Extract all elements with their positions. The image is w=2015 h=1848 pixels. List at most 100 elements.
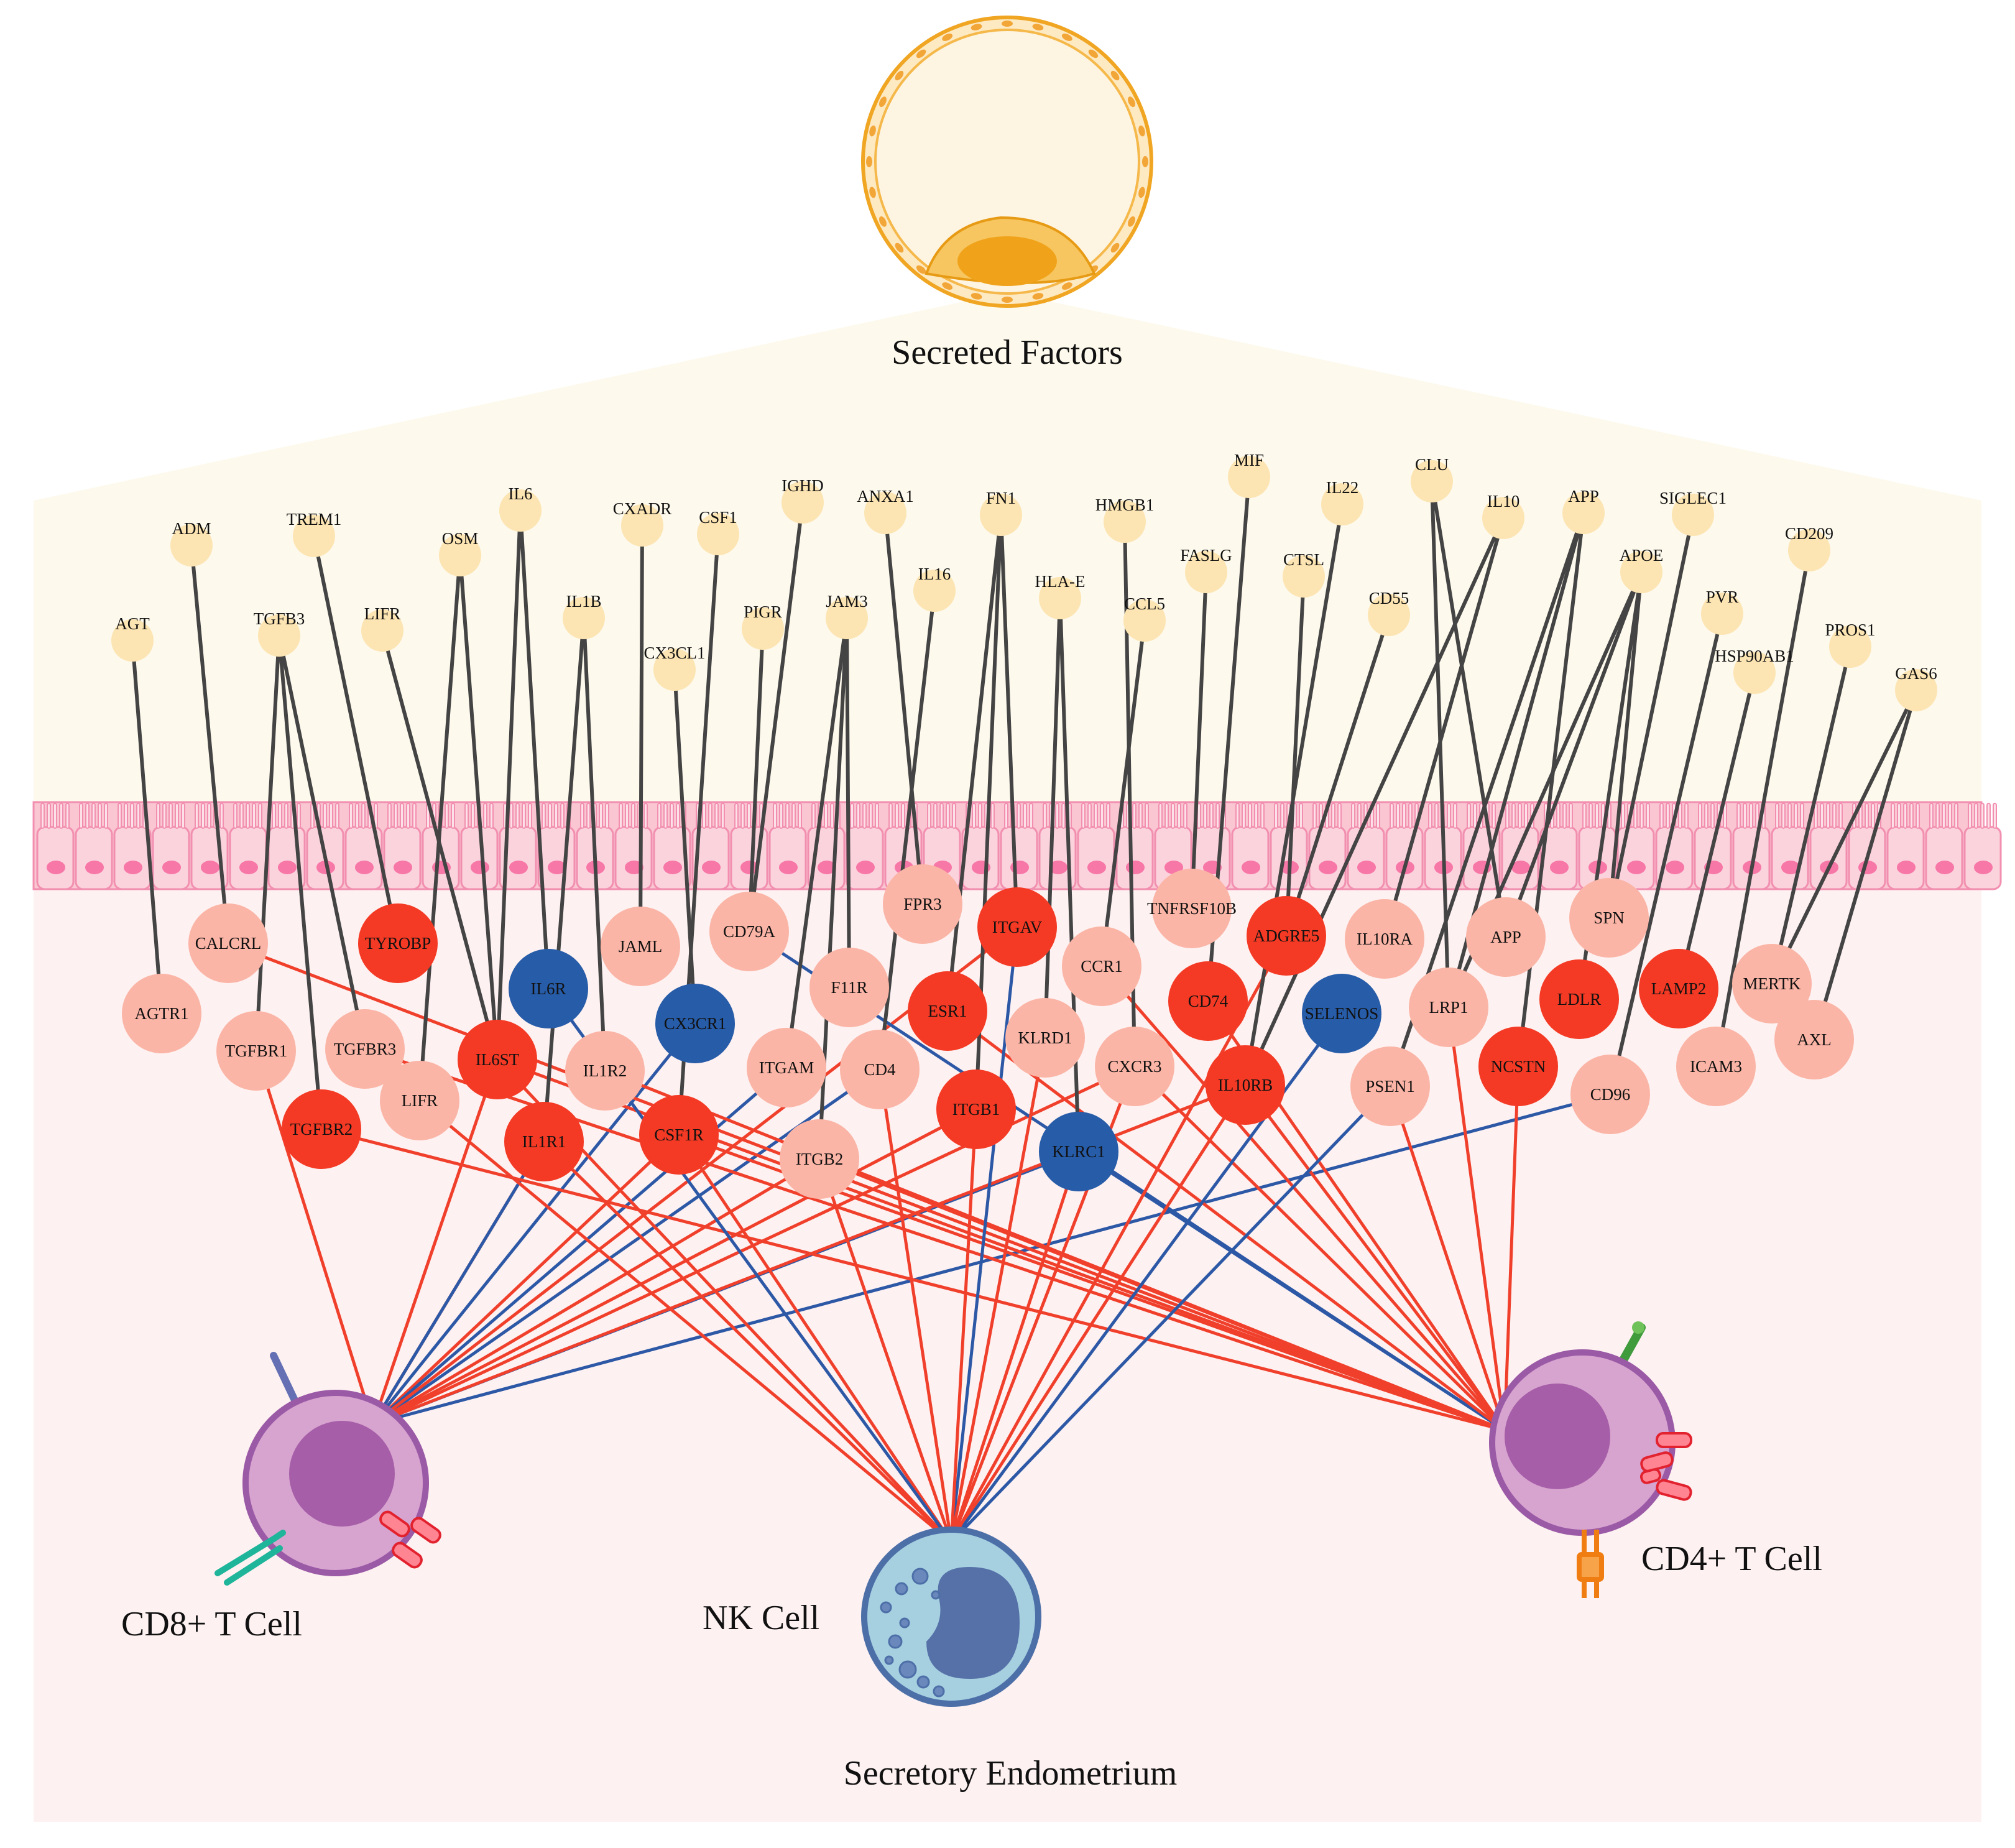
receptor-circle <box>1350 1046 1430 1126</box>
receptor-label: IL1R1 <box>522 1132 566 1151</box>
ligand-circle <box>1672 494 1714 536</box>
edge-cx3cr1-cd8 <box>371 1022 697 1426</box>
receptor-label: TGFBR3 <box>334 1040 397 1058</box>
receptor-label: ESR1 <box>928 1002 967 1020</box>
receptor-node-il6st: IL6ST <box>458 1020 537 1099</box>
receptor-label: CXCR3 <box>1107 1057 1161 1076</box>
edge-tgfb3-tgfbr1 <box>254 634 281 1053</box>
edge-osm-il6st <box>458 553 499 1061</box>
receptor-circle <box>1478 1027 1558 1106</box>
edge-il1b-il1r1 <box>542 616 586 1143</box>
ligand-node-cxadr: CXADR <box>613 499 672 547</box>
ligand-node-pvr: PVR <box>1701 588 1743 635</box>
ligand-label: PIGR <box>744 603 782 621</box>
edge-agt-agtr1 <box>131 639 164 1015</box>
edge-calcrl-cd4 <box>226 941 1506 1432</box>
receptor-label: LRP1 <box>1429 998 1468 1017</box>
ligand-label: SIGLEC1 <box>1659 489 1727 507</box>
edge-cxadr-jaml <box>639 524 644 948</box>
ligand-circle <box>621 504 663 547</box>
ligand-circle <box>111 619 154 662</box>
receptor-label: TGFBR1 <box>225 1042 288 1060</box>
edge-ccr1-cd4 <box>1100 964 1506 1432</box>
edge-hlae-klrd1 <box>1043 596 1062 1040</box>
ligand-circle <box>1185 551 1227 593</box>
receptor-label: F11R <box>831 978 867 997</box>
ligand-node-faslg: FASLG <box>1180 546 1232 593</box>
receptor-circle <box>1345 899 1424 979</box>
edge-cxcr3-cd4 <box>1133 1065 1506 1432</box>
receptor-circle <box>908 971 987 1051</box>
receptor-node-selenos: SELENOS <box>1302 974 1381 1053</box>
receptor-circle <box>883 864 962 944</box>
receptor-node-tyrobp: TYROBP <box>358 903 438 983</box>
receptor-label: CSF1R <box>654 1125 704 1144</box>
ligand-label: HMGB1 <box>1095 496 1155 514</box>
ligand-node-il10: IL10 <box>1482 492 1524 539</box>
receptor-circle <box>1409 968 1488 1047</box>
edge-cx3cl1-cx3cr1 <box>673 668 697 1025</box>
ligand-node-app: APP <box>1562 487 1605 534</box>
ligand-label: LIFR <box>364 604 401 623</box>
receptor-circle <box>122 974 201 1053</box>
receptor-node-il1r2: IL1R2 <box>565 1031 645 1111</box>
ligand-circle <box>1482 497 1524 539</box>
receptor-label: ITGAV <box>992 918 1043 936</box>
ligand-node-hsp90ab1: HSP90AB1 <box>1715 647 1794 694</box>
edge-ctsl-adgre5 <box>1284 575 1306 938</box>
receptor-label: IL6R <box>531 979 566 998</box>
receptor-circle <box>655 984 735 1063</box>
edge-il6-il6r <box>519 509 550 991</box>
ligand-label: ADM <box>172 519 211 538</box>
receptor-label: KLRD1 <box>1018 1028 1072 1047</box>
receptor-circle <box>709 892 789 971</box>
edge-csf1r-nk <box>677 1133 953 1544</box>
receptor-circle <box>1039 1112 1118 1191</box>
edge-csf1r-cd8 <box>371 1133 681 1426</box>
receptor-node-lifr: LIFR <box>380 1061 459 1140</box>
ligand-label: HSP90AB1 <box>1715 647 1794 665</box>
ligand-circle <box>697 513 739 555</box>
receptor-circle <box>1062 926 1141 1006</box>
receptor-circle <box>1466 897 1546 977</box>
receptor-circle <box>1095 1027 1174 1106</box>
ligand-circle <box>499 489 542 532</box>
ligand-label: HLA-E <box>1035 572 1086 591</box>
receptor-node-tgfbr2: TGFBR2 <box>282 1089 361 1169</box>
edge-ighd-cd79a <box>747 501 805 933</box>
edge-psen1-nk <box>949 1084 1392 1544</box>
receptor-node-psen1: PSEN1 <box>1350 1046 1430 1126</box>
receptor-node-icam3: ICAM3 <box>1676 1027 1756 1106</box>
ligand-node-adm: ADM <box>170 519 213 566</box>
ligand-node-apoe: APOE <box>1620 546 1663 593</box>
cd8-t-cell-icon <box>214 1352 441 1586</box>
ligand-label: GAS6 <box>1895 664 1937 683</box>
receptor-label: ITGB2 <box>796 1150 844 1168</box>
receptor-node-axl: AXL <box>1774 1000 1854 1079</box>
receptor-node-klrc1: KLRC1 <box>1039 1112 1118 1191</box>
ligand-node-il16: IL16 <box>913 565 956 612</box>
receptor-node-csf1r: CSF1R <box>639 1095 719 1175</box>
ligand-label: CXADR <box>613 499 672 518</box>
receptor-node-ldlr: LDLR <box>1539 959 1619 1039</box>
ligand-label: CCL5 <box>1124 594 1165 613</box>
ligand-node-il6: IL6 <box>499 484 542 532</box>
receptor-label: LDLR <box>1557 990 1602 1009</box>
edge-esr1-cd4 <box>946 1009 1506 1432</box>
ligand-label: TREM1 <box>287 510 342 529</box>
receptor-circle <box>282 1089 361 1169</box>
edge-itgb2-nk <box>818 1157 953 1544</box>
ligand-node-siglec1: SIGLEC1 <box>1659 489 1727 536</box>
receptor-label: CD96 <box>1590 1085 1631 1104</box>
receptor-circle <box>840 1030 920 1109</box>
edge-cd209-icam3 <box>1714 548 1811 1068</box>
receptor-node-cd79a: CD79A <box>709 892 789 971</box>
edge-cd4-nk <box>878 1068 953 1544</box>
receptor-node-lrp1: LRP1 <box>1409 968 1488 1047</box>
ligand-circle <box>1895 669 1937 711</box>
ligand-circle <box>1733 652 1776 694</box>
edge-hsp90ab1-lamp2 <box>1677 671 1756 991</box>
